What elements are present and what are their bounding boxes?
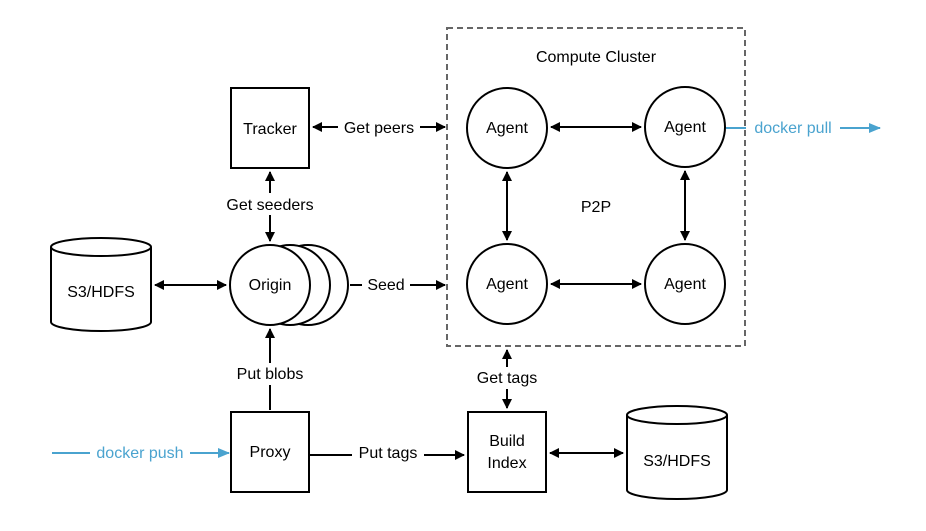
compute-cluster-label: Compute Cluster (536, 49, 657, 66)
origin-label: Origin (249, 277, 292, 294)
proxy-box (230, 411, 310, 493)
seed-label: Seed (367, 277, 404, 294)
tracker-box (230, 87, 310, 169)
get-peers-label: Get peers (344, 120, 414, 137)
compute-cluster-boundary (446, 27, 746, 347)
agent-top-left-circle (466, 87, 548, 169)
put-blobs-label: Put blobs (237, 366, 304, 383)
get-seeders-label: Get seeders (226, 197, 313, 214)
agent-bottom-right-label: Agent (664, 276, 706, 293)
storage-left-label: S3/HDFS (67, 284, 135, 301)
agent-bottom-left-circle (466, 243, 548, 325)
get-seeders-label-bg (218, 193, 322, 215)
get-tags-label-bg (469, 367, 545, 389)
build-index-label-line2: Index (487, 455, 526, 472)
get-peers-label-bg (338, 116, 420, 138)
storage-right-cylinder (626, 405, 728, 500)
docker-pull-label-bg (746, 117, 840, 139)
docker-push-label-bg (90, 442, 190, 464)
put-blobs-label-bg (226, 363, 314, 385)
agent-top-right-label: Agent (664, 119, 706, 136)
seed-label-bg (362, 274, 410, 296)
tracker-label: Tracker (243, 121, 297, 138)
put-tags-label-bg (352, 442, 424, 464)
p2p-label: P2P (581, 199, 611, 216)
proxy-label: Proxy (250, 444, 291, 461)
agent-top-right-circle (644, 86, 726, 168)
origin-circle (229, 244, 311, 326)
put-tags-label: Put tags (359, 445, 418, 462)
agent-top-left-label: Agent (486, 120, 528, 137)
docker-pull-label: docker pull (754, 120, 831, 137)
build-index-box (467, 411, 547, 493)
docker-push-label: docker push (96, 445, 183, 462)
storage-left-cylinder (50, 237, 152, 332)
build-index-label-line1: Build (489, 433, 525, 450)
storage-right-label: S3/HDFS (643, 453, 711, 470)
agent-bottom-left-label: Agent (486, 276, 528, 293)
agent-bottom-right-circle (644, 243, 726, 325)
get-tags-label: Get tags (477, 370, 537, 387)
